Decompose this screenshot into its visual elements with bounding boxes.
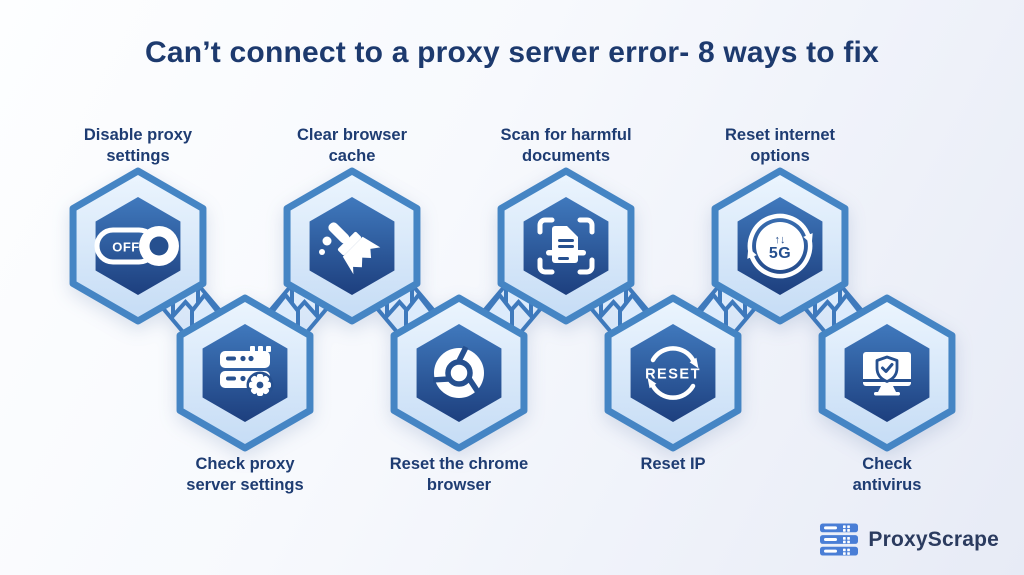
- step-label: Disable proxy settings: [83, 126, 193, 165]
- brand-name: ProxyScrape: [868, 528, 999, 551]
- hexagon-inner: [630, 324, 716, 422]
- svg-text:OFF: OFF: [112, 240, 140, 255]
- hexagon-chain: OFF RESET ↑↓5G: [69, 167, 956, 452]
- step-hexagon: RESET: [604, 294, 742, 452]
- brand-logo: ProxyScrape: [819, 523, 999, 557]
- step-label: Reset internet options: [724, 126, 836, 165]
- step-label: Check proxy server settings: [186, 455, 304, 494]
- step-label: Reset the chrome browser: [389, 455, 529, 494]
- page-title: Can’t connect to a proxy server error- 8…: [145, 36, 879, 69]
- hexagon-inner: [95, 197, 181, 295]
- chrome-browser-icon: [432, 345, 484, 398]
- svg-text:RESET: RESET: [645, 367, 701, 383]
- toggle-off-icon: OFF: [94, 226, 179, 266]
- step-label: Scan for harmful documents: [500, 126, 632, 165]
- step-label: Reset IP: [640, 455, 706, 473]
- reset-arrows-icon: RESET: [645, 346, 701, 400]
- step-hexagon: [497, 167, 635, 325]
- step-hexagon: ↑↓5G: [711, 167, 849, 325]
- clean-brush-icon: [319, 222, 381, 275]
- 5g-reset-icon: ↑↓5G: [747, 213, 813, 279]
- step-hexagon: OFF: [69, 167, 207, 325]
- svg-text:5G: 5G: [769, 245, 791, 262]
- svg-text:↑↓: ↑↓: [775, 234, 786, 246]
- scan-document-icon: [537, 217, 595, 275]
- step-hexagon: [283, 167, 421, 325]
- step-label: Check antivirus: [852, 455, 922, 494]
- step-hexagon: [176, 294, 314, 452]
- server-stack-icon: [820, 523, 859, 556]
- step-label: Clear browser cache: [296, 126, 408, 165]
- monitor-shield-icon: [863, 352, 911, 396]
- step-hexagon: [390, 294, 528, 452]
- server-gear-icon: [220, 346, 274, 399]
- step-hexagon: [818, 294, 956, 452]
